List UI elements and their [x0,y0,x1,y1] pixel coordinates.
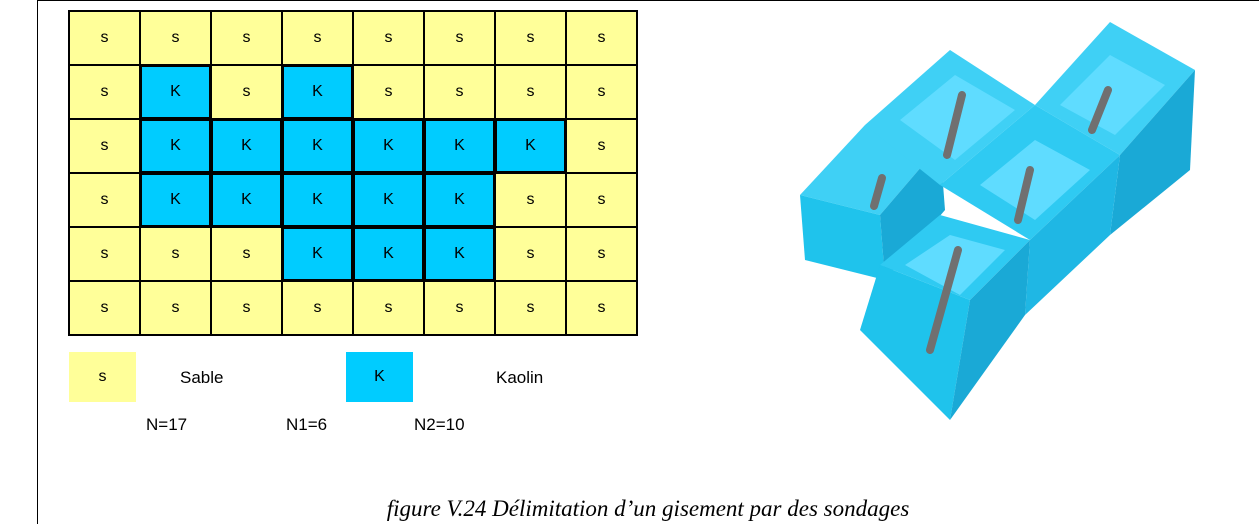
grid-cell-kaolin: K [139,172,212,228]
grid-cell-sand: s [212,228,281,280]
grid-cell-sand: s [212,66,281,118]
grid-cell-sand: s [567,282,636,334]
grid-cell-kaolin: K [210,118,283,174]
grid-cell-kaolin: K [281,172,354,228]
grid-cell-kaolin: K [352,118,425,174]
count-n2: N2=10 [414,415,465,434]
grid-cell-sand: s [567,120,636,172]
grid-cell-kaolin: K [352,226,425,282]
grid-cell-sand: s [567,174,636,226]
grid-cell-sand: s [496,282,565,334]
grid-cell-sand: s [70,120,139,172]
count-n: N=17 [146,415,188,434]
grid-cell-sand: s [354,66,423,118]
grid-cell-kaolin: K [423,118,496,174]
drill-hole-4 [1014,166,1034,224]
grid-cell-sand: s [141,228,210,280]
grid-cell-sand: s [141,282,210,334]
drill-hole-1 [870,174,886,210]
grid-cell-sand: s [496,174,565,226]
legend-sand-label: Sable [180,368,224,387]
grid-cell-kaolin: K [494,118,567,174]
grid-cell-sand: s [283,282,352,334]
block-center-inner [980,140,1090,220]
block-left-front [800,195,885,280]
grid-cell-sand: s [70,282,139,334]
grid-cell-sand: s [496,12,565,64]
grid-cell-sand: s [567,228,636,280]
grid-cell-kaolin: K [281,226,354,282]
figure-frame [37,0,1259,524]
grid-cell-kaolin: K [139,64,212,120]
legend-kaolin-symbol: K [374,368,385,385]
grid-cell-kaolin: K [139,118,212,174]
figure-caption: figure V.24 Délimitation d’un gisement p… [386,496,910,521]
grid-cell-sand: s [70,12,139,64]
grid-cell-kaolin: K [423,172,496,228]
grid-cell-sand: s [425,12,494,64]
block-right-side [1110,70,1195,235]
grid-cell-kaolin: K [423,226,496,282]
block-right-inner [1060,55,1165,135]
grid-cell-sand: s [141,12,210,64]
grid-cell-sand: s [70,174,139,226]
grid-cell-sand: s [496,228,565,280]
block-left-side [880,145,945,280]
grid-cell-sand: s [354,282,423,334]
deposit-3d-block-model [800,22,1195,420]
grid-cell-sand: s [283,12,352,64]
grid-cell-sand: s [567,12,636,64]
legend-sand-swatch: s [69,352,136,402]
grid-cell-sand: s [425,66,494,118]
grid-cell-sand: s [567,66,636,118]
grid-cell-sand: s [70,228,139,280]
grid-cell-kaolin: K [210,172,283,228]
grid-cell-sand: s [496,66,565,118]
drill-hole-5 [926,246,962,354]
grid-cell-sand: s [70,66,139,118]
block-center-side [1025,155,1120,315]
legend-kaolin-label: Kaolin [496,368,544,387]
block-front-side [950,240,1030,420]
grid-cell-kaolin: K [281,118,354,174]
grid-cell-kaolin: K [281,64,354,120]
drill-hole-2 [943,91,966,159]
grid-cell-kaolin: K [352,172,425,228]
legend-kaolin-swatch: K [346,352,413,402]
drill-hole-3 [1088,86,1112,134]
legend-sand-symbol: s [98,368,107,385]
grid-cell-sand: s [212,282,281,334]
count-n1: N1=6 [286,415,328,434]
grid-cell-sand: s [354,12,423,64]
grid-cell-sand: s [212,12,281,64]
grid-cell-sand: s [425,282,494,334]
